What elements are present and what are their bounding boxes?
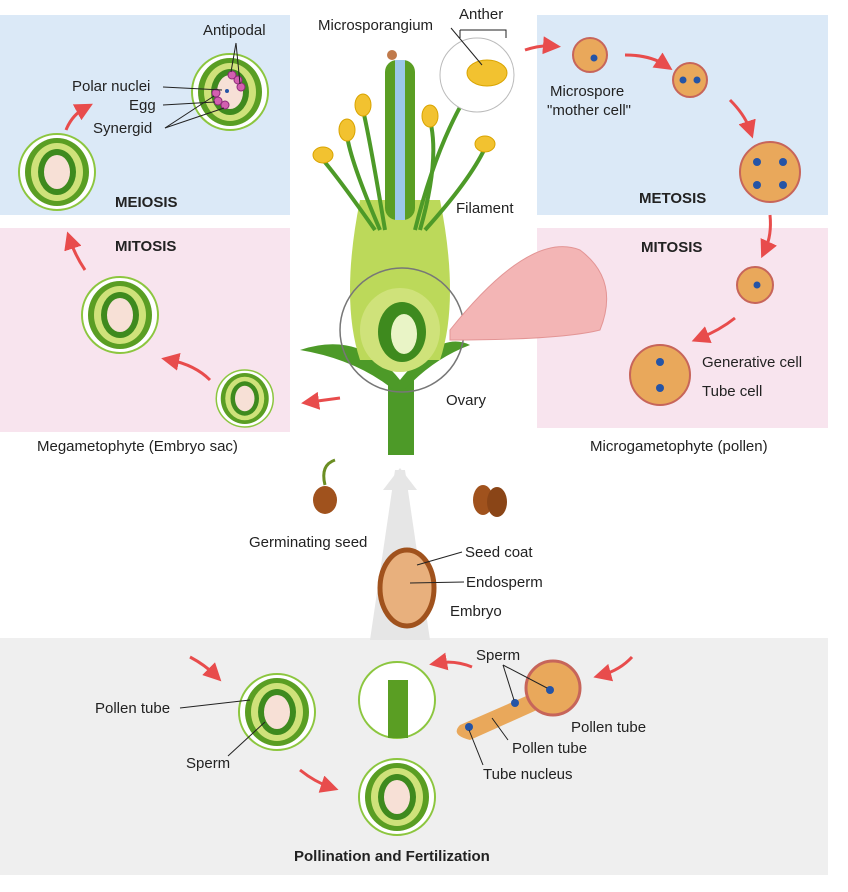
label-anther: Anther [459,6,504,23]
label-egg: Egg [129,97,156,114]
label-seed-coat: Seed coat [465,544,533,561]
label-synergid: Synergid [93,120,153,137]
label-ovary: Ovary [446,392,487,409]
microgametophyte-caption: Microgametophyte (pollen) [590,438,768,455]
label-tube-cell: Tube cell [702,383,763,400]
megametophyte-caption: Megametophyte (Embryo sac) [37,438,238,455]
label-polar-nuclei: Polar nuclei [72,78,151,95]
label-pollen-tube-mid: Pollen tube [512,740,588,757]
label-microspore: Microspore [550,83,625,100]
mitosis-label-female: MITOSIS [115,238,177,255]
label-endosperm: Endosperm [466,574,543,591]
label-pollen-tube-left: Pollen tube [95,700,171,717]
label-sperm-left: Sperm [186,755,231,772]
label-tube-nucleus: Tube nucleus [483,766,573,783]
label-mother-cell: "mother cell" [547,102,632,119]
meiosis-label-male: METOSIS [639,190,707,207]
label-germinating-seed: Germinating seed [249,534,368,551]
fertilization-title: Pollination and Fertilization [294,848,490,865]
label-filament: Filament [456,200,514,217]
label-antipodal: Antipodal [203,22,266,39]
meiosis-label-female: MEIOSIS [115,194,178,211]
mitosis-label-male: MITOSIS [641,239,703,256]
flower-illustration [300,29,608,455]
label-sperm-right: Sperm [476,647,521,664]
label-generative-cell: Generative cell [702,354,803,371]
label-microsporangium: Microsporangium [318,17,434,34]
label-pollen-tube-grain: Pollen tube [571,719,647,736]
label-embryo: Embryo [450,603,502,620]
